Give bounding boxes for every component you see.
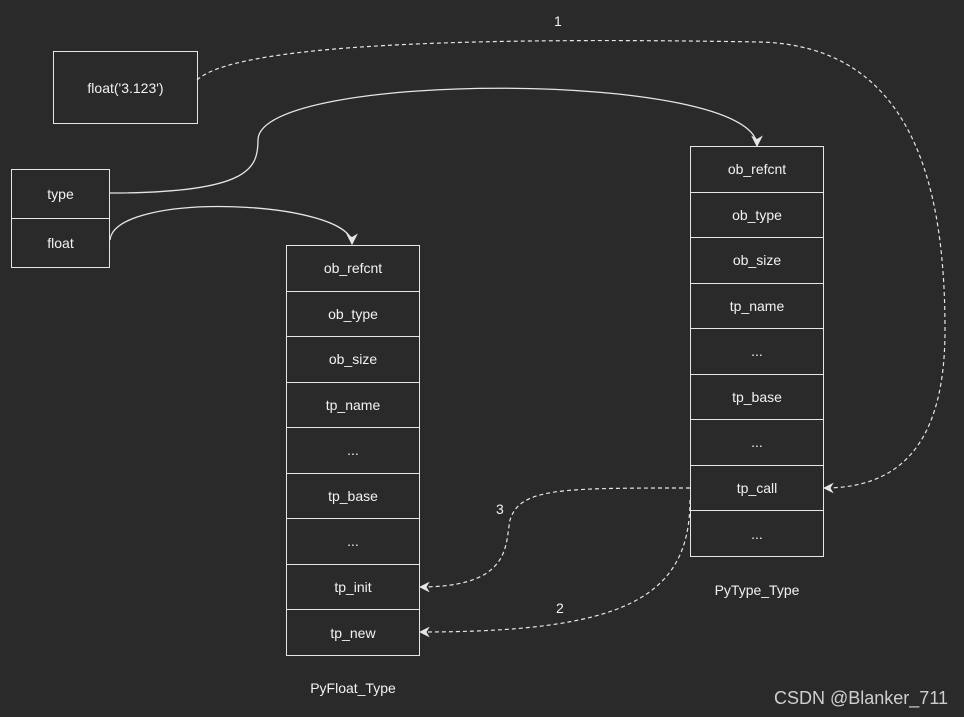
pytype-field: ...	[691, 420, 823, 466]
edge-1-call-to-tp-call	[196, 39, 946, 494]
name-cell-label: type	[47, 186, 74, 202]
pytype-field: ...	[691, 329, 823, 375]
field-label: ob_size	[328, 351, 378, 368]
name-cell-type: type	[12, 170, 109, 219]
edge-label-2: 2	[556, 600, 564, 616]
edge-label-3: 3	[496, 501, 504, 517]
pyfloat-field: ob_type	[287, 292, 419, 337]
pyfloat-field-tp-init: tp_init	[287, 565, 419, 610]
pyfloat-field: tp_base	[287, 474, 419, 519]
pytype-field: ob_refcnt	[691, 147, 823, 193]
pytype-field: ...	[691, 511, 823, 557]
call-expression-box: float('3.123')	[53, 51, 198, 124]
field-label: tp_name	[325, 396, 381, 413]
pytype-type-caption: PyType_Type	[714, 582, 800, 598]
field-label: tp_base	[328, 487, 378, 504]
field-label: ...	[751, 343, 763, 360]
pytype-field: ob_size	[691, 238, 823, 284]
watermark: CSDN @Blanker_711	[773, 688, 948, 708]
field-label: ...	[347, 533, 359, 550]
field-label: ob_refcnt	[727, 161, 787, 178]
field-label: ...	[751, 525, 763, 542]
pytype-field: tp_base	[691, 375, 823, 420]
pyfloat-type-struct: ob_refcnt ob_type ob_size tp_name ... tp…	[286, 245, 420, 656]
pytype-field-tp-call: tp_call	[691, 466, 823, 511]
pytype-field: tp_name	[691, 284, 823, 329]
field-label: tp_new	[330, 624, 376, 641]
pyfloat-field: ob_size	[287, 337, 419, 383]
edge-3-tp-call-to-tp-init	[418, 487, 691, 593]
pyfloat-field: ...	[287, 519, 419, 565]
edge-float-to-pyfloat	[109, 205, 358, 246]
pyfloat-field: tp_name	[287, 383, 419, 428]
field-label: tp_base	[732, 388, 782, 405]
pyfloat-type-caption: PyFloat_Type	[310, 680, 396, 696]
edge-label-1: 1	[554, 13, 562, 29]
field-label: ...	[751, 434, 763, 451]
pyfloat-field: ob_refcnt	[287, 246, 419, 292]
name-table: type float	[11, 169, 110, 268]
field-label: ob_type	[328, 305, 378, 322]
name-cell-label: float	[47, 235, 74, 251]
edge-type-to-pytype	[109, 87, 763, 194]
field-label: tp_name	[729, 297, 785, 314]
field-label: tp_init	[334, 578, 372, 595]
pyfloat-field: ...	[287, 428, 419, 474]
call-expression-label: float('3.123')	[87, 79, 164, 96]
edge-2-tp-call-to-tp-new	[418, 499, 691, 638]
field-label: ob_refcnt	[323, 260, 383, 277]
field-label: ob_size	[732, 252, 782, 269]
pyfloat-field-tp-new: tp_new	[287, 610, 419, 656]
pytype-type-struct: ob_refcnt ob_type ob_size tp_name ... tp…	[690, 146, 824, 557]
pytype-field: ob_type	[691, 193, 823, 238]
name-cell-float: float	[12, 219, 109, 267]
field-label: ...	[347, 442, 359, 459]
field-label: ob_type	[732, 206, 782, 223]
field-label: tp_call	[736, 479, 778, 496]
